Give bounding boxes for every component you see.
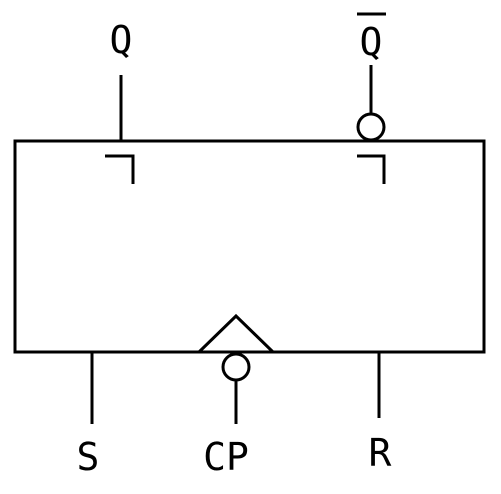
clock-triangle [197,313,275,354]
r-label: R [369,431,392,475]
cp-label: CP [203,435,249,479]
q-bar-postponed-output-mark [357,154,386,184]
cp-inversion-bubble [221,352,251,382]
q-bar-label: Q [360,20,383,64]
flip-flop-body [13,139,486,354]
q-label: Q [110,18,133,62]
q-bar-inversion-bubble [356,112,386,142]
q-bar-label-group: Q [357,12,386,64]
q-postponed-output-mark [105,154,135,184]
s-label: S [77,435,100,479]
